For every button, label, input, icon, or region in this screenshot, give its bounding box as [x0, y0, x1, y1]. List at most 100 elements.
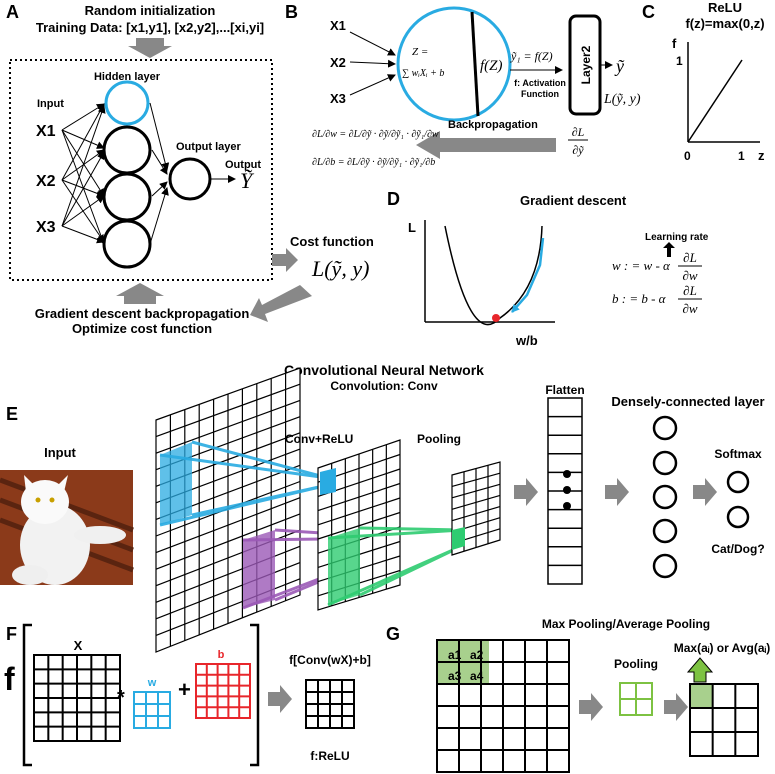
neuron-circle: [396, 6, 512, 122]
hidden-layer-label: Hidden layer: [94, 71, 161, 83]
conv-relu-label: Conv+ReLU: [285, 432, 353, 446]
network-box: [9, 59, 273, 281]
dense-nodes: [652, 415, 678, 579]
input-x3: X3: [36, 219, 56, 236]
loss-function: L(ỹ, y): [311, 256, 369, 281]
w-label: w: [147, 677, 157, 689]
panel-d: D Gradient descent L w/b Learning rate w…: [387, 189, 709, 348]
panel-b: B X1 X2 X3 Z = ∑ wᵢXᵢ + b f(Z) ỹ₁ = f(Z)…: [285, 2, 641, 168]
dL-num: ∂L: [572, 125, 585, 139]
learning-rate-label: Learning rate: [645, 232, 709, 243]
green-patch: [328, 528, 360, 605]
output-y-tilde: Ỹ: [240, 168, 255, 193]
panel-a-title2: Training Data: [x1,y1], [x2,y2],...[xi,y…: [36, 20, 264, 35]
loss-curve: [444, 225, 543, 326]
relu-line: [687, 59, 743, 143]
arrow-icon: [579, 693, 603, 721]
cost-function-label: Cost function: [290, 234, 374, 249]
pooling-output-grid: [689, 683, 759, 757]
panel-d-letter: D: [387, 189, 400, 209]
panel-a-letter: A: [6, 2, 19, 22]
plus-op: +: [178, 677, 191, 702]
w-dw: ∂w: [682, 268, 697, 283]
dense-label: Densely-connected layer: [611, 394, 764, 409]
relu-formula: f(z)=max(0,z): [685, 16, 764, 31]
relu-one-y: 1: [676, 54, 683, 68]
softmax-node: [726, 505, 750, 529]
w-dL: ∂L: [683, 250, 697, 265]
cell-a1: a1: [448, 648, 462, 662]
e-pooling-label: Pooling: [417, 432, 461, 446]
arrow-icon: [664, 693, 688, 721]
relu-f-axis: f: [672, 36, 677, 51]
diagonal-arrow-icon: [250, 285, 312, 322]
up-arrow-icon: [686, 657, 714, 683]
input-to-hidden-connections: [61, 102, 170, 245]
activation-label1: f: Activation: [514, 78, 566, 88]
gd-label1: Gradient descent backpropagation: [35, 306, 250, 321]
b-input-x1: X1: [330, 18, 346, 33]
softmax-node: [726, 470, 750, 494]
output-label: Output: [225, 159, 261, 171]
b-dw: ∂w: [682, 301, 697, 316]
panel-g: G Max Pooling/Average Pooling a1 a2 a3 a…: [386, 617, 771, 773]
cnn-title: Convolutional Neural Network: [284, 362, 484, 378]
partial-eq-b: ∂L/∂b = ∂L/∂ỹ · ∂ỹ/∂ỹ₁ · ∂ỹ₁/∂b: [312, 157, 435, 168]
panel-f-letter: F: [6, 624, 17, 644]
hidden-node: [102, 125, 152, 175]
gd-wb-axis: w/b: [515, 333, 538, 348]
gd-label2: Optimize cost function: [72, 321, 212, 336]
down-arrow-icon: [128, 38, 172, 58]
relu-label: f:ReLU: [310, 749, 349, 763]
b-output-y: ỹ: [614, 56, 625, 76]
b-input-x2: X2: [330, 55, 346, 70]
arrow-icon: [693, 478, 717, 506]
arrow-icon: [268, 685, 292, 713]
panel-b-letter: B: [285, 2, 298, 22]
w-kernel: [133, 691, 171, 729]
cyan-patch: [160, 442, 192, 525]
b-dL: ∂L: [683, 283, 697, 298]
x-matrix: [33, 654, 121, 742]
x-matrix-label: X: [74, 638, 83, 653]
hidden-node: [102, 172, 152, 222]
right-arrow-icon: [272, 248, 298, 272]
b-matrix: [195, 663, 251, 719]
input-x2: X2: [36, 173, 56, 190]
cell-a4: a4: [470, 669, 484, 683]
minimum-point: [492, 314, 500, 322]
green-connections: [327, 526, 463, 607]
output-layer-label: Output layer: [176, 141, 242, 153]
partial-eq-w: ∂L/∂w = ∂L/∂ỹ · ∂ỹ/∂ỹ₁ · ∂ỹ₁/∂w: [312, 129, 439, 140]
f-func: f: [4, 661, 15, 697]
b-input-x3: X3: [330, 91, 346, 106]
arrow-icon: [605, 478, 629, 506]
relu-zero: 0: [684, 149, 691, 163]
flatten-label: Flatten: [545, 383, 584, 397]
relu-z-axis: z: [758, 148, 765, 163]
layer2-label: Layer2: [579, 45, 593, 84]
cat-dog-label: Cat/Dog?: [711, 542, 764, 556]
green-output-cell: [452, 527, 465, 550]
backprop-label: Backpropagation: [448, 119, 538, 131]
arrow-icon: [514, 478, 538, 506]
b-label: b: [218, 649, 225, 661]
z-equals: Z =: [412, 46, 428, 58]
g-pooling-label: Pooling: [614, 657, 658, 671]
cyan-output-cell: [320, 468, 336, 495]
panel-c: C ReLU f(z)=max(0,z) f 1 0 1 z: [642, 0, 765, 163]
w-update: w : = w - α: [612, 258, 671, 273]
panel-c-letter: C: [642, 2, 655, 22]
cell-a2: a2: [470, 648, 484, 662]
up-arrow-icon: [116, 283, 164, 304]
purple-patch: [243, 530, 275, 608]
pooling-title: Max Pooling/Average Pooling: [542, 617, 710, 631]
max-avg-label: Max(aᵢ) or Avg(aᵢ): [674, 641, 771, 655]
cnn-subtitle: Convolution: Conv: [330, 379, 438, 393]
panel-a-title1: Random initialization: [85, 3, 216, 18]
input-x1: X1: [36, 123, 56, 140]
panel-e: E Convolutional Neural Network Convoluti…: [0, 362, 765, 653]
descent-path: [511, 237, 545, 313]
z-sum: ∑ wᵢXᵢ + b: [402, 68, 444, 79]
